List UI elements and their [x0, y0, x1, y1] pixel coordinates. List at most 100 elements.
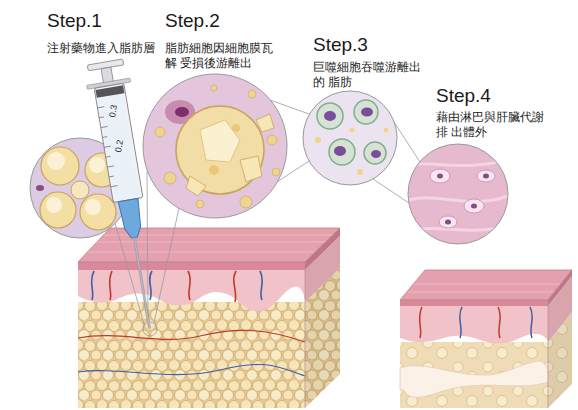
- macrophage: [329, 139, 355, 165]
- lipid-droplet: [232, 124, 240, 132]
- nucleus: [334, 146, 346, 156]
- step-heading: Step.3: [313, 34, 368, 56]
- syringe-liquid: [98, 93, 141, 200]
- lipid-droplet: [196, 200, 204, 208]
- skin-block-before: [78, 228, 340, 408]
- cell-highlight: [47, 152, 65, 170]
- lipid-droplet: [315, 137, 321, 143]
- step-description: 脂肪細胞因細胞膜瓦解 受損後游離出: [165, 41, 283, 71]
- nucleus: [324, 111, 336, 121]
- macrophage-body: [354, 100, 378, 124]
- scale-number: 0.2: [113, 139, 125, 153]
- macrophage-body: [364, 142, 386, 164]
- step-description: 巨噬細胞吞噬游離出的 脂肪: [313, 60, 431, 90]
- dermis: [78, 270, 305, 311]
- magnifier-ring: [408, 144, 508, 244]
- skin-block-after: [400, 270, 572, 408]
- plunger-stopper: [95, 85, 124, 98]
- tissue-ground: [303, 91, 397, 185]
- chain-line: [373, 179, 409, 203]
- skin-surface: [78, 228, 340, 262]
- fat-layer: [78, 302, 305, 408]
- lipid-droplet: [267, 135, 277, 145]
- macrophage-body: [317, 103, 343, 129]
- lipid-droplet: [155, 127, 165, 137]
- scale-number: 0.3: [107, 104, 119, 118]
- leader-line: [154, 208, 179, 323]
- syringe: [83, 58, 171, 332]
- tissue-fibre: [408, 160, 508, 230]
- cell-fragment: [200, 120, 240, 162]
- fat-cell: [71, 181, 89, 199]
- syringe-barrel: [94, 83, 143, 202]
- vein: [91, 271, 262, 300]
- skin-texture: [88, 235, 334, 252]
- macrophage: [364, 142, 386, 164]
- fat-cell: [40, 192, 76, 228]
- lipid-droplet: [240, 196, 252, 208]
- magnified-macrophages: [303, 91, 397, 185]
- block-edge: [78, 228, 340, 408]
- tissue-cell: [430, 169, 450, 183]
- vein: [460, 307, 533, 338]
- tissue-cell: [439, 216, 457, 228]
- lipid-droplet: [248, 90, 256, 98]
- lipid-droplet: [350, 128, 355, 133]
- fat-cell: [41, 147, 79, 185]
- needle: [133, 237, 150, 328]
- lipid-droplet: [384, 128, 389, 133]
- lipid-droplet: [164, 172, 176, 184]
- step-heading: Step.1: [47, 10, 102, 32]
- epidermis: [400, 300, 548, 306]
- macrophage: [317, 103, 343, 129]
- artery: [78, 330, 305, 342]
- artery: [109, 271, 236, 302]
- nucleus: [445, 220, 451, 225]
- vein: [78, 364, 305, 376]
- skin-surface: [400, 270, 572, 300]
- cell-fragment: [186, 176, 206, 196]
- macrophage: [354, 100, 378, 124]
- nucleus: [36, 185, 44, 191]
- nucleus: [371, 150, 381, 158]
- cell-highlight: [46, 197, 62, 213]
- lipid-droplet: [209, 165, 219, 175]
- chain-line: [394, 122, 420, 162]
- side-shade: [548, 270, 572, 408]
- side-shade: [305, 228, 340, 408]
- tissue-ground: [143, 74, 287, 218]
- step-heading: Step.2: [165, 10, 220, 32]
- lipid-droplet: [211, 85, 217, 91]
- fibrous-band: [400, 361, 548, 397]
- tissue-ground: [408, 144, 508, 244]
- nucleus: [175, 107, 189, 117]
- macrophage-body: [329, 139, 355, 165]
- cell-fragment: [240, 156, 262, 182]
- fat-cell: [80, 194, 116, 230]
- step-heading: Step.4: [436, 85, 491, 107]
- nucleus: [483, 174, 489, 179]
- nucleus: [471, 204, 477, 209]
- magnified-cleared-tissue: [408, 144, 508, 244]
- lipid-droplet: [357, 169, 363, 175]
- step-description: 藉由淋巴與肝臟代謝排 出體外: [436, 110, 554, 140]
- epidermis: [78, 262, 305, 270]
- nucleus: [361, 108, 373, 117]
- dermis: [400, 306, 548, 344]
- leader-line: [147, 171, 148, 322]
- block-edge: [400, 270, 572, 408]
- cell-fragment: [256, 114, 274, 132]
- cell-highlight: [89, 157, 105, 173]
- nucleus: [437, 174, 443, 179]
- tissue-cell: [464, 199, 484, 213]
- step-description: 注射藥物進入脂肪層: [47, 41, 155, 56]
- magnifier-ring: [303, 91, 397, 185]
- magnified-ruptured-cell: [143, 74, 287, 218]
- lipid-droplet: [272, 168, 280, 176]
- skin-texture: [408, 284, 560, 292]
- needle-hub: [118, 198, 144, 239]
- cell-highlight: [85, 199, 101, 215]
